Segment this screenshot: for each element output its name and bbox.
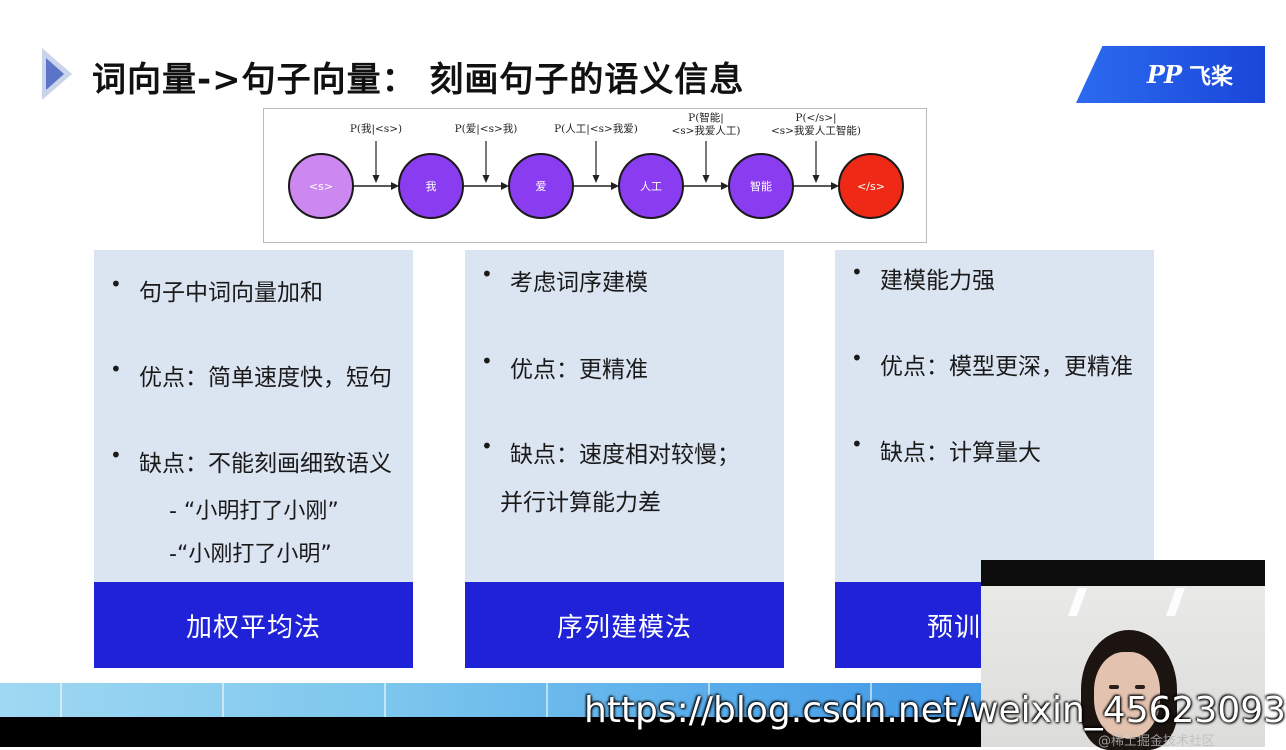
presenter-eye	[1109, 685, 1119, 689]
probability-label: P(智能|	[688, 111, 724, 125]
paddle-logo-icon: PP	[1146, 60, 1182, 89]
ceiling-light	[1067, 588, 1088, 616]
token-node	[398, 153, 464, 219]
prob-arrow-icon	[482, 175, 490, 183]
probability-label: <s>我爱人工)	[671, 124, 740, 137]
probability-label: <s>我爱人工智能)	[771, 124, 861, 137]
card1-sub-1: - “小明打了小刚”	[169, 499, 339, 524]
strip-segment	[384, 683, 546, 717]
card2-extra-line: 并行计算能力差	[500, 490, 661, 516]
token-node	[288, 153, 354, 219]
ceiling-light	[1165, 588, 1186, 616]
url-watermark: https://blog.csdn.net/weixin_45623093	[584, 690, 1286, 731]
token-node	[618, 153, 684, 219]
token-node	[508, 153, 574, 219]
card1-sub-2: -“小刚打了小明”	[169, 542, 332, 567]
card3-bullet-2: 优点：模型更深，更精准	[851, 346, 1133, 388]
card1-bullet-2: 优点：简单速度快，短句	[110, 357, 392, 399]
webcam-overlay	[981, 560, 1265, 750]
sequence-diagram-svg: P(我|<s>)P(爱|<s>我)P(人工|<s>我爱)P(智能|<s>我爱人工…	[288, 111, 904, 219]
presenter-face	[1094, 652, 1160, 738]
presenter-eye	[1135, 685, 1145, 689]
prob-arrow-icon	[592, 175, 600, 183]
token-label: </s>	[857, 180, 885, 193]
connector-arrow-icon	[611, 182, 619, 190]
slide: 词向量->句子向量： 刻画句子的语义信息 PP 飞桨 P(我|<s>) P(爱|<…	[0, 0, 1265, 747]
connector-arrow-icon	[391, 182, 399, 190]
strip-segment	[60, 683, 222, 717]
card3-bullet-3: 缺点：计算量大	[851, 432, 1041, 474]
strip-segment	[546, 683, 708, 717]
brand-logo: PP 飞桨	[1076, 46, 1265, 103]
connector-arrow-icon	[721, 182, 729, 190]
prob-arrow-icon	[812, 175, 820, 183]
probability-label: P(爱|<s>我)	[455, 122, 518, 136]
brand-name: 飞桨	[1188, 64, 1233, 90]
token-node	[838, 153, 904, 219]
probability-label: P(</s>|	[795, 112, 836, 125]
card-sequence-modeling: 考虑词序建模 优点：更精准 缺点：速度相对较慢； 并行计算能力差 序列建模法	[465, 250, 784, 668]
token-label: 智能	[750, 179, 772, 193]
token-label: 我	[426, 180, 437, 193]
card2-bullet-3: 缺点：速度相对较慢；	[481, 434, 740, 476]
connector-arrow-icon	[501, 182, 509, 190]
card1-footer: 加权平均法	[94, 582, 413, 668]
strip-segment	[708, 683, 870, 717]
title-chevron-icon	[42, 48, 72, 100]
card2-footer: 序列建模法	[465, 582, 784, 668]
site-watermark: @稀土掘金技术社区	[1098, 734, 1216, 749]
prob-arrow-icon	[702, 175, 710, 183]
prob-arrow-icon	[372, 175, 380, 183]
token-label: 爱	[536, 180, 547, 193]
token-label: <s>	[309, 180, 333, 193]
probability-label: P(人工|<s>我爱)	[554, 122, 638, 136]
strip-segment	[222, 683, 384, 717]
card1-bullet-1: 句子中词向量加和	[110, 272, 323, 314]
connector-arrow-icon	[831, 182, 839, 190]
token-label: 人工	[640, 180, 662, 193]
slide-title: 词向量->句子向量： 刻画句子的语义信息	[92, 60, 745, 100]
probability-label: P(我|<s>)	[350, 123, 402, 136]
card1-bullet-3: 缺点：不能刻画细致语义	[110, 443, 392, 485]
card2-bullet-1: 考虑词序建模	[481, 262, 648, 304]
strip-segment	[870, 683, 982, 717]
card-weighted-average: 句子中词向量加和 优点：简单速度快，短句 缺点：不能刻画细致语义 - “小明打了…	[94, 250, 413, 668]
sequence-diagram: P(我|<s>)P(爱|<s>我)P(人工|<s>我爱)P(智能|<s>我爱人工…	[263, 108, 927, 243]
card3-bullet-1: 建模能力强	[851, 260, 995, 302]
card2-bullet-2: 优点：更精准	[481, 349, 648, 391]
token-node	[728, 153, 794, 219]
